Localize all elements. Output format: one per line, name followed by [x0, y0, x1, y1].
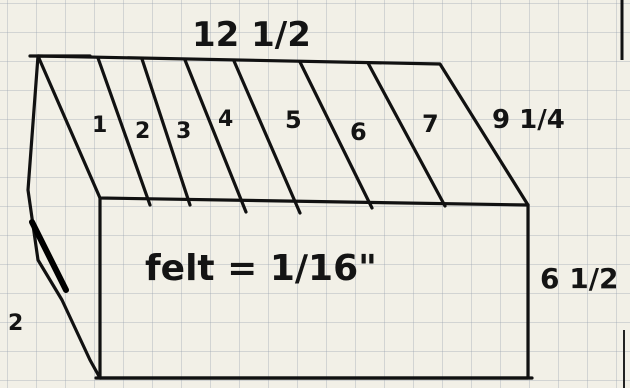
side-face-shading	[29, 219, 69, 293]
divider-6	[366, 61, 447, 208]
lid-outline	[36, 54, 530, 207]
panel-label-5: 5	[285, 106, 302, 134]
felt-note: felt = 1/16"	[145, 248, 377, 289]
divider-3	[183, 58, 248, 214]
panel-label-4: 4	[218, 107, 233, 132]
top-width-label: 12 1/2	[192, 15, 311, 55]
front-height-label: 6 1/2	[540, 262, 618, 295]
panel-label-3: 3	[176, 119, 191, 144]
side-mark-label: 2	[8, 311, 23, 336]
divider-4	[232, 59, 302, 215]
divider-1	[96, 56, 152, 207]
panel-dividers	[96, 56, 447, 215]
divider-5	[298, 60, 374, 210]
panel-label-7: 7	[422, 110, 439, 138]
panel-label-1: 1	[92, 113, 107, 138]
slope-length-label: 9 1/4	[492, 105, 565, 135]
side-face-outline	[26, 54, 102, 380]
panel-label-2: 2	[135, 119, 150, 144]
panel-label-6: 6	[350, 118, 367, 146]
divider-2	[140, 57, 192, 207]
